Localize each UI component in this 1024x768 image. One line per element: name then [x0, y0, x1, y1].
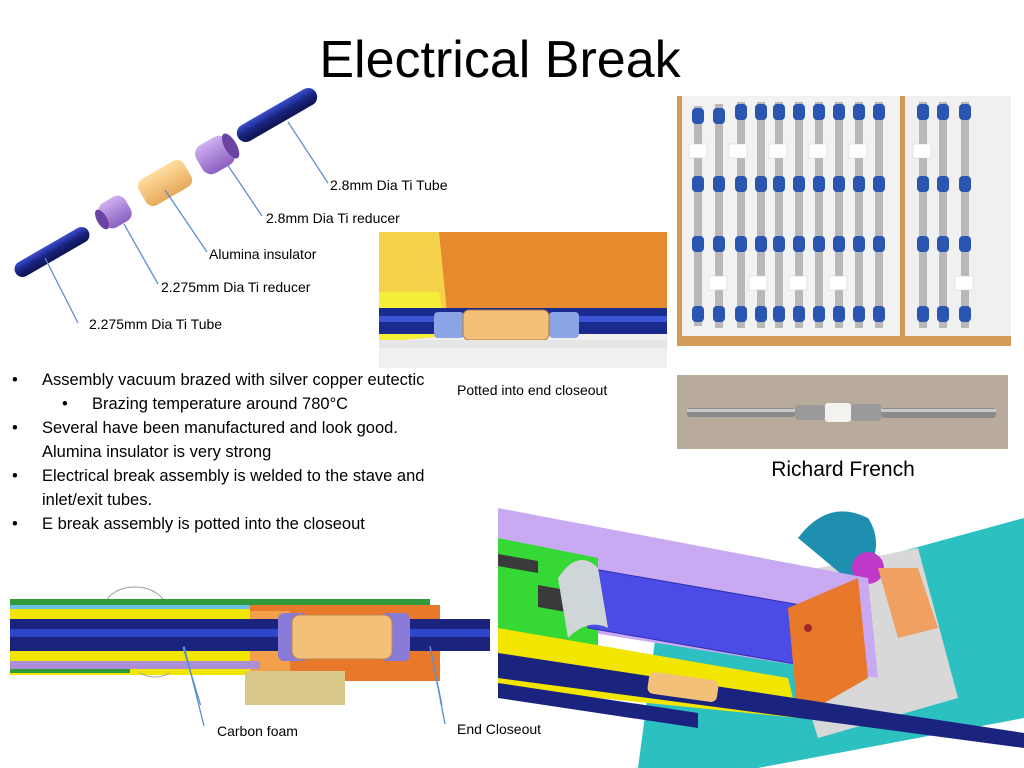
- cross-section-image: [10, 586, 490, 705]
- bullet-item: • Assembly vacuum brazed with silver cop…: [12, 368, 452, 392]
- reducer-2275-part: [95, 195, 132, 230]
- bullet-glyph: •: [62, 395, 68, 413]
- alumina-insulator-part: [137, 159, 193, 207]
- cross-section-leaders: [183, 645, 446, 727]
- bullet-glyph: •: [12, 515, 18, 533]
- exploded-view-diagram: [14, 88, 329, 324]
- caption-end-closeout: End Closeout: [457, 721, 542, 737]
- bullet-text: Several have been manufactured and look …: [42, 419, 398, 461]
- bullet-glyph: •: [12, 371, 18, 389]
- bullet-text: E break assembly is potted into the clos…: [42, 515, 365, 533]
- caption-potted: Potted into end closeout: [457, 382, 608, 398]
- label-tube-2275: 2.275mm Dia Ti Tube: [89, 316, 223, 332]
- tube-28-part: [236, 88, 318, 142]
- bullet-text: Assembly vacuum brazed with silver coppe…: [42, 371, 425, 389]
- bullet-text: Electrical break assembly is welded to t…: [42, 467, 425, 509]
- bullet-item: • Several have been manufactured and loo…: [12, 416, 452, 464]
- reducer-28-part: [195, 133, 240, 175]
- photo-assemblies-batch: [677, 96, 1011, 346]
- caption-carbon-foam: Carbon foam: [217, 723, 298, 739]
- photo-single-assembly: [677, 375, 1008, 449]
- bullet-list: • Assembly vacuum brazed with silver cop…: [12, 368, 452, 536]
- bullet-glyph: •: [12, 467, 18, 485]
- bullet-glyph: •: [12, 419, 18, 437]
- tube-2275-part: [14, 227, 90, 277]
- credit-name: Richard French: [771, 458, 915, 481]
- label-tube-28: 2.8mm Dia Ti Tube: [330, 177, 448, 193]
- slide-title: Electrical Break: [319, 31, 681, 89]
- stave-3d-image: [498, 508, 1024, 768]
- label-reducer-28: 2.8mm Dia Ti reducer: [266, 210, 400, 226]
- bullet-item: • E break assembly is potted into the cl…: [12, 512, 452, 536]
- bullet-text: Brazing temperature around 780°C: [92, 395, 349, 413]
- bullet-item: • Electrical break assembly is welded to…: [12, 464, 452, 512]
- potted-closeout-image: [379, 232, 667, 368]
- bullet-item-sub: • Brazing temperature around 780°C: [12, 392, 452, 416]
- label-alumina: Alumina insulator: [209, 246, 317, 262]
- label-reducer-2275: 2.275mm Dia Ti reducer: [161, 279, 311, 295]
